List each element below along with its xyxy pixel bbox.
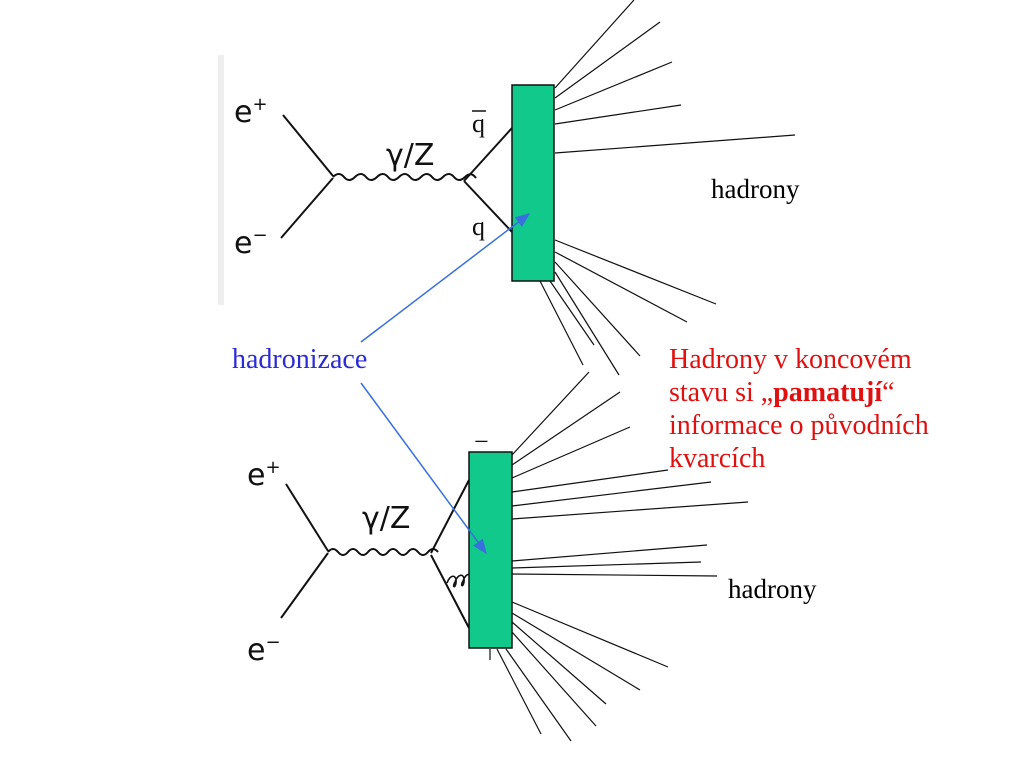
bottom-hadron-jet-upper bbox=[511, 371, 749, 520]
bottom-antiquark-bar-label: − bbox=[474, 427, 489, 456]
bottom-boson-propagator bbox=[327, 548, 439, 556]
bottom-antiquark-line bbox=[430, 479, 470, 554]
note-line-1: Hadrony v koncovém bbox=[669, 344, 912, 375]
hadrony-label-bottom: hadrony bbox=[728, 574, 817, 604]
bottom-diagram: e+ e− γ/Z − bbox=[247, 371, 749, 742]
top-propagator-label: γ/Z bbox=[386, 138, 434, 173]
hadronizace-arrow-up bbox=[360, 213, 531, 343]
hadronizace-label: hadronizace bbox=[232, 344, 368, 375]
top-antiquark-line bbox=[463, 127, 513, 182]
top-hadron-jet-upper bbox=[554, 0, 796, 154]
top-diagram: e+ e− γ/Z q q bbox=[218, 0, 796, 376]
note-line-2-prefix: stavu si „ bbox=[669, 377, 774, 408]
top-positron-line bbox=[282, 114, 334, 177]
note-line-2-suffix: “ bbox=[882, 377, 895, 408]
top-hadron-jet-lower bbox=[539, 239, 717, 376]
top-antiquark-label: q bbox=[472, 109, 485, 138]
hadronizace-arrow-down bbox=[360, 382, 487, 555]
bottom-positron-line bbox=[285, 483, 329, 552]
note-line-2: stavu si „pamatují“ bbox=[669, 376, 929, 409]
hadrony-label-top: hadrony bbox=[711, 174, 800, 204]
bottom-positron-label: e+ bbox=[247, 457, 281, 493]
bottom-propagator-label: γ/Z bbox=[362, 501, 410, 536]
bottom-hadronization-box bbox=[468, 451, 513, 649]
top-positron-label: e+ bbox=[234, 94, 268, 130]
bottom-electron-line bbox=[280, 552, 329, 619]
top-boson-propagator bbox=[332, 173, 477, 181]
note-line-4: kvarcích bbox=[669, 443, 766, 474]
top-electron-label: e− bbox=[234, 225, 268, 261]
note-emphasis: pamatují bbox=[773, 377, 883, 408]
bottom-hadron-jet-middle bbox=[511, 544, 718, 577]
top-quark-label: q bbox=[472, 212, 485, 241]
bottom-electron-label: e− bbox=[247, 632, 281, 668]
top-electron-line bbox=[280, 177, 334, 239]
top-quark-line bbox=[463, 180, 513, 233]
top-hadronization-box bbox=[511, 84, 555, 282]
bottom-hadron-jet-lower bbox=[489, 601, 669, 742]
red-note: Hadrony v koncovém stavu si „pamatují“ i… bbox=[669, 343, 929, 475]
bottom-quark-line bbox=[430, 554, 470, 629]
note-line-3: informace o původních bbox=[669, 410, 929, 441]
